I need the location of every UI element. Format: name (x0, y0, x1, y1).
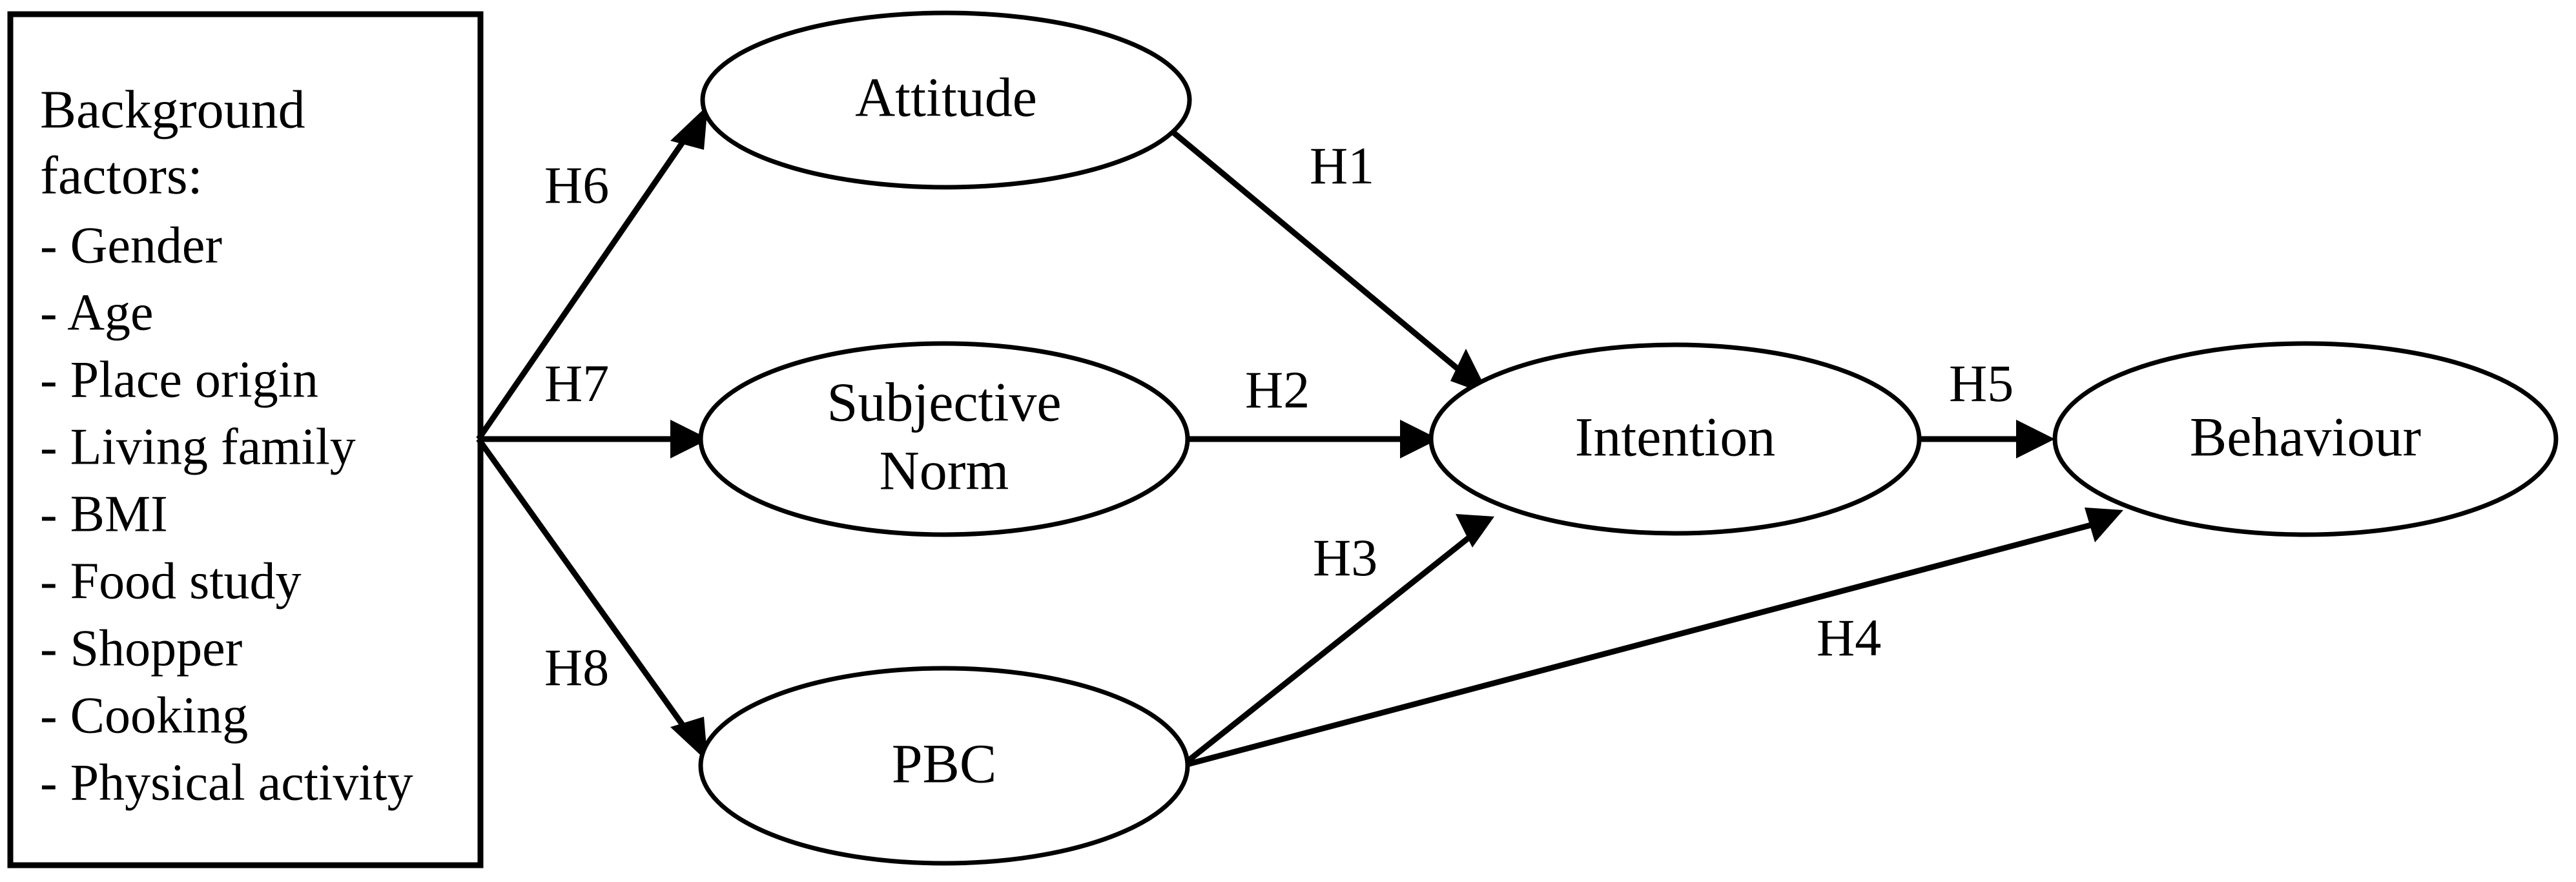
edge-h8[interactable]: H8 (476, 437, 708, 762)
node-attitude-label: Attitude (855, 67, 1037, 128)
background-factor-item-age: - Age (40, 284, 154, 341)
edge-label-h4: H4 (1817, 608, 1881, 667)
node-intention[interactable]: Intention (1428, 342, 1922, 536)
background-factor-item-gender: - Gender (40, 217, 222, 274)
edge-h6-arrowhead (670, 105, 708, 150)
edge-h4[interactable]: H4 (1180, 508, 2123, 769)
background-factor-item-physical-activity: - Physical activity (40, 754, 413, 811)
background-factor-item-living-family: - Living family (40, 418, 356, 475)
node-intention-label: Intention (1575, 406, 1776, 468)
edge-h8-line (476, 437, 699, 746)
edge-h2-arrowhead (1400, 420, 1439, 458)
background-factor-item-shopper: - Shopper (40, 620, 242, 677)
background-factor-item-bmi: - BMI (40, 486, 168, 542)
edge-label-h8: H8 (544, 638, 609, 697)
edge-h1[interactable]: H1 (1164, 124, 1489, 395)
edge-label-h2: H2 (1245, 360, 1310, 419)
node-attitude-ellipse (700, 10, 1192, 190)
node-behaviour-ellipse (2052, 341, 2559, 537)
background-factor-item-food-study: - Food study (40, 553, 302, 610)
edge-h5[interactable]: H5 (1918, 354, 2055, 458)
edge-h6-line (476, 121, 699, 441)
edge-h6[interactable]: H6 (476, 105, 708, 441)
edge-h3-arrowhead (1456, 514, 1494, 548)
edge-label-h7: H7 (544, 354, 609, 413)
node-intention-ellipse (1428, 342, 1922, 536)
edge-h3[interactable]: H3 (1180, 514, 1494, 768)
node-subjective-norm-ellipse (698, 341, 1190, 537)
background-factor-item-place-origin: - Place origin (40, 351, 318, 408)
edge-h5-arrowhead (2016, 420, 2055, 458)
edge-label-h3: H3 (1313, 528, 1377, 587)
background-factors-heading-line1: Background (40, 79, 305, 139)
node-subjective-norm-label-line2: Norm (880, 440, 1009, 502)
node-pbc-ellipse (698, 666, 1190, 866)
background-factors-box[interactable]: Background factors: - Gender - Age - Pla… (7, 11, 484, 868)
node-pbc-label: PBC (892, 733, 997, 795)
edge-h8-arrowhead (670, 717, 708, 762)
edge-h3-line (1180, 528, 1479, 768)
background-factors-rect (7, 11, 484, 868)
edge-h7-arrowhead (670, 420, 709, 458)
edge-h7[interactable]: H7 (479, 354, 709, 458)
background-factor-item-cooking: - Cooking (40, 687, 248, 744)
node-behaviour[interactable]: Behaviour (2052, 341, 2559, 537)
edge-h4-arrowhead (2085, 508, 2123, 542)
node-attitude[interactable]: Attitude (700, 10, 1192, 190)
edge-label-h5: H5 (1949, 354, 2014, 413)
node-behaviour-label: Behaviour (2190, 406, 2421, 468)
edge-h1-line (1164, 124, 1474, 384)
edge-label-h6: H6 (544, 156, 609, 214)
edge-label-h1: H1 (1310, 136, 1374, 195)
edge-h2[interactable]: H2 (1185, 360, 1439, 458)
background-factors-heading-line2: factors: (40, 145, 203, 205)
node-subjective-norm-label-line1: Subjective (827, 371, 1061, 433)
node-subjective-norm[interactable]: Subjective Norm (698, 341, 1190, 537)
node-pbc[interactable]: PBC (698, 666, 1190, 866)
edge-h4-line (1180, 520, 2100, 769)
